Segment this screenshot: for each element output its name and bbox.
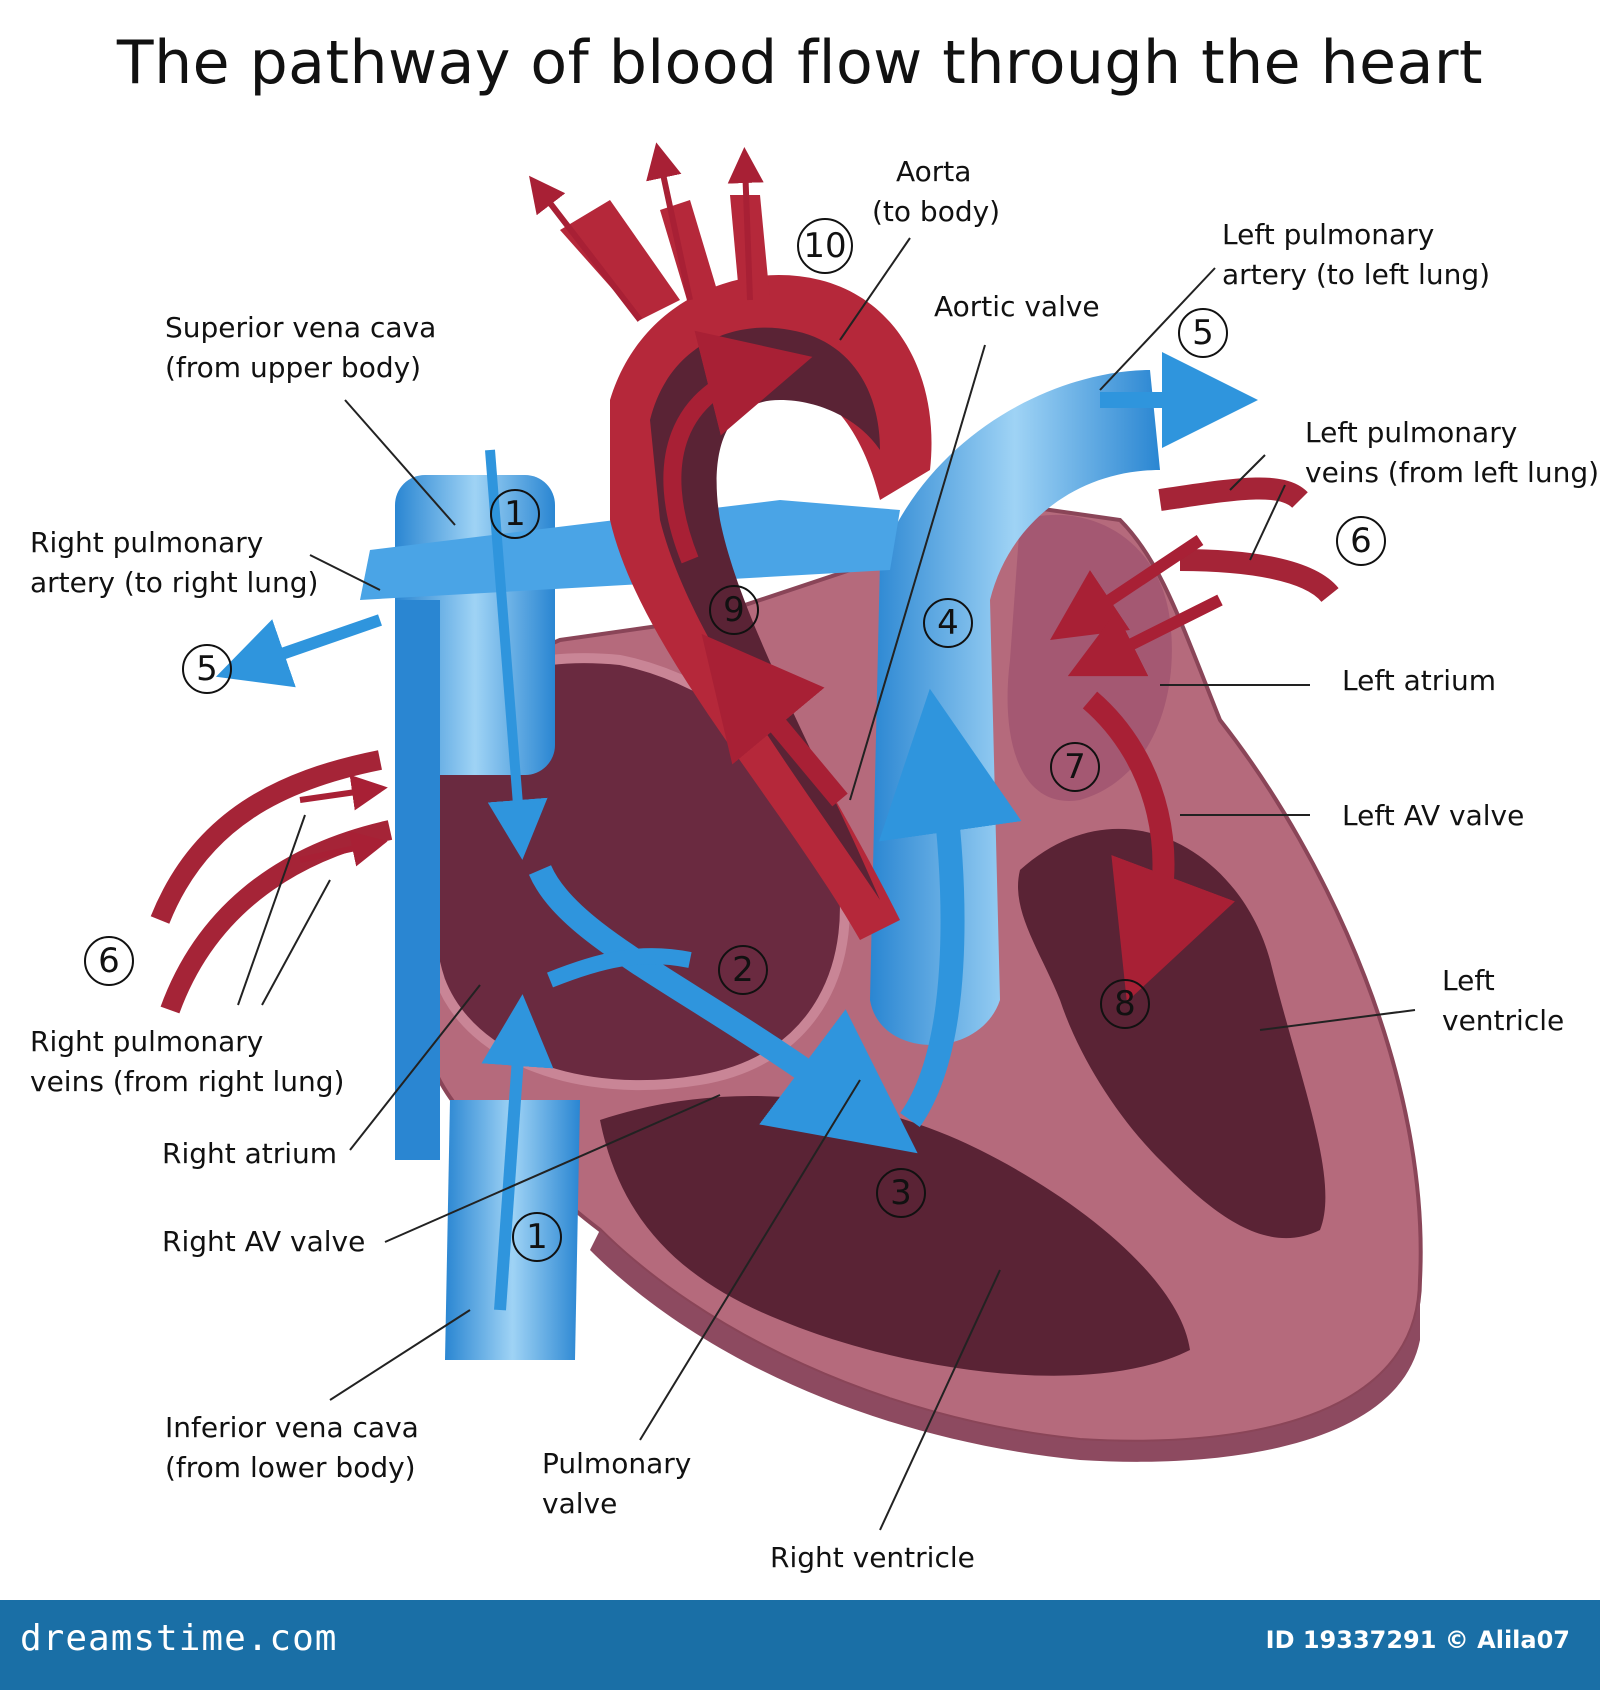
footer-logo: dreamstime.com	[20, 1618, 338, 1659]
aorta-inner	[650, 327, 880, 900]
flow-arrow-rpv-1	[299, 774, 388, 811]
aortic-branch-1	[560, 200, 680, 320]
pulmonary-valve-label: Pulmonary	[542, 1447, 692, 1480]
left-ventricle-cavity	[1018, 828, 1326, 1239]
left-pulmonary-veins-label-sub: veins (from left lung)	[1305, 456, 1600, 489]
right-ventricle-label: Right ventricle	[770, 1541, 975, 1574]
step-8-marker: 8	[1100, 979, 1150, 1029]
inferior-vena-cava-label: Inferior vena cava	[165, 1411, 419, 1444]
step-5-marker-left: 5	[1178, 308, 1228, 358]
flow-arrow-lpv-1	[1050, 535, 1204, 640]
step-7-marker: 7	[1050, 742, 1100, 792]
right-pulmonary-artery-label: Right pulmonary	[30, 526, 264, 559]
flow-arrow-branch-2	[646, 142, 693, 301]
left-ventricle-label: Left	[1442, 964, 1495, 997]
right-atrium-label: Right atrium	[162, 1137, 338, 1170]
left-atrium-label: Left atrium	[1342, 664, 1497, 697]
flow-arrow-ivc	[481, 994, 554, 1311]
left-pulmonary-veins-2	[1179, 549, 1339, 603]
footer-image-id: ID 19337291 © Alila07	[1265, 1626, 1570, 1654]
superior-vena-cava-label: Superior vena cava	[165, 311, 437, 344]
flow-arrow-lpv-2	[1067, 594, 1223, 677]
flow-arrow-la-to-lv	[1082, 691, 1235, 1002]
step-1-marker-bottom: 1	[512, 1212, 562, 1262]
superior-vena-cava-label-sub: (from upper body)	[165, 351, 422, 384]
flow-arrow-branch-3	[727, 147, 764, 301]
pulmonary-valve-label-sub: valve	[542, 1487, 618, 1520]
flow-arrow-branch-1	[529, 175, 643, 322]
flow-arrow-ra-to-rv	[528, 864, 918, 1154]
flow-arrow-aorta	[663, 330, 813, 564]
vena-cava-left-wall	[395, 600, 440, 1160]
right-pulmonary-veins	[150, 750, 382, 924]
left-pulmonary-artery-label-sub: artery (to left lung)	[1222, 258, 1491, 291]
step-4-marker: 4	[923, 598, 973, 648]
leader-lines	[237, 237, 1416, 1531]
step-5-marker-right: 5	[182, 644, 232, 694]
step-10-marker: 10	[797, 218, 853, 274]
step-6-marker-left: 6	[1336, 516, 1386, 566]
left-ventricle-label-sub: ventricle	[1442, 1004, 1565, 1037]
step-2-marker: 2	[718, 945, 768, 995]
right-av-valve-label: Right AV valve	[162, 1225, 366, 1258]
right-pulmonary-veins-label-sub: veins (from right lung)	[30, 1065, 345, 1098]
right-pulmonary-veins-label: Right pulmonary	[30, 1025, 264, 1058]
flow-arrow-rv-to-pa	[878, 688, 1022, 1127]
left-pulmonary-artery-label: Left pulmonary	[1222, 218, 1435, 251]
flow-arrow-rpv-2	[299, 831, 388, 867]
left-pulmonary-veins-label: Left pulmonary	[1305, 416, 1518, 449]
page-title: The pathway of blood flow through the he…	[116, 28, 1484, 98]
right-ventricle-cavity	[600, 1096, 1190, 1376]
flow-arrow-right-pa	[215, 614, 382, 688]
aortic-valve-label: Aortic valve	[934, 290, 1100, 323]
right-pulmonary-artery-label-sub: artery (to right lung)	[30, 566, 319, 599]
aorta-label: Aorta	[896, 155, 972, 188]
footer-bar: dreamstime.com ID 19337291 © Alila07	[0, 1600, 1600, 1690]
step-6-marker-right: 6	[84, 936, 134, 986]
step-1-marker-top: 1	[490, 489, 540, 539]
step-3-marker: 3	[876, 1168, 926, 1218]
step-9-marker: 9	[709, 585, 759, 635]
left-av-valve-label: Left AV valve	[1342, 799, 1525, 832]
flow-arrow-lv-to-aorta	[701, 633, 848, 807]
flow-arrow-ra-branch	[547, 948, 692, 988]
left-pulmonary-veins	[1158, 477, 1308, 511]
heart-illustration	[150, 142, 1423, 1531]
inferior-vena-cava-label-sub: (from lower body)	[165, 1451, 416, 1484]
aorta-label-sub: (to body)	[872, 195, 1001, 228]
heart-rim	[590, 1230, 1420, 1462]
